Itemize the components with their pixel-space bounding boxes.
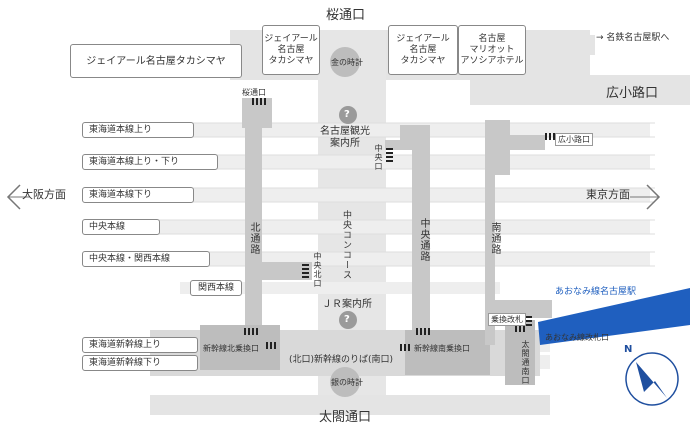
meitetsu-direction: → 名鉄名古屋駅へ: [596, 33, 670, 43]
platform-label-chuo-kansai: 中央本線・関西本線: [82, 251, 210, 267]
tourist-info-icon: ?: [344, 109, 350, 120]
jr-info-icon-disc: [339, 311, 357, 329]
tourist-info-label: 名古屋観光 案内所: [320, 126, 370, 149]
sakura-gate-title: 桜通口: [326, 8, 366, 23]
tourist-info-icon-disc: [339, 106, 357, 124]
hirokoji-road: [470, 75, 690, 105]
gold-clock-disc: [330, 47, 360, 77]
compass-ring: [625, 352, 679, 406]
aonami-line-track: [538, 288, 690, 345]
lower-road: [150, 395, 550, 415]
compass-needle: [636, 362, 667, 398]
meitetsu-road: [545, 35, 595, 55]
tokyo-direction: 東京方面: [586, 188, 630, 201]
gold-clock-label: 金の時計: [331, 58, 363, 67]
aonami-station-label: あおなみ線名古屋駅: [555, 287, 637, 297]
osaka-direction: 大阪方面: [22, 188, 66, 201]
central-north-connector: [262, 262, 312, 280]
concourse-label: 中央コンコース: [341, 210, 351, 280]
central-exit-label: 中央口: [374, 144, 383, 171]
takashimaya-wide-building: ジェイアール名古屋タカシマヤ: [70, 44, 242, 78]
platform-label-shinkansen-up: 東海道新幹線上り: [82, 337, 198, 353]
hirokoji-exit-label: 広小路口: [555, 133, 593, 146]
jr-info-icon: ?: [344, 314, 350, 325]
gate-ticks: [244, 98, 555, 351]
marriott-building: 名古屋 マリオット アソシアホテル: [458, 25, 526, 75]
silver-clock-disc: [330, 367, 360, 397]
sakura-exit-label: 桜通口: [242, 88, 266, 97]
shinkansen-south-block: [405, 330, 490, 375]
central-passage: [385, 125, 430, 345]
silver-clock-label: 銀の時計: [331, 378, 363, 387]
platform-edges: [150, 122, 655, 267]
aonami-gate-label: あおなみ線改札口: [545, 333, 609, 342]
platform-label-tokaido-down: 東海道本線下り: [82, 187, 194, 203]
taiko-gate-title: 太閤通口: [319, 410, 372, 425]
platform-label-chuo: 中央本線: [82, 219, 160, 235]
compass-north-label: N: [624, 344, 633, 355]
shinkansen-north-exit-label: 新幹線北乗換口: [203, 344, 259, 353]
platform-label-tokaido-both: 東海道本線上り・下り: [82, 154, 218, 170]
taiko-south-exit-label: 太閤通南口: [521, 340, 530, 385]
platform-label-shinkansen-down: 東海道新幹線下り: [82, 355, 198, 371]
shinkansen-platform-label: (北口)新幹線のりば(南口): [289, 355, 394, 365]
hirokoji-gate-title: 広小路口: [606, 86, 659, 101]
platform-label-tokaido-up: 東海道本線上り: [82, 122, 194, 138]
transfer-gate-label: 乗換改札: [488, 313, 526, 326]
platform-label-kansai: 関西本線: [190, 280, 242, 296]
central-passage-label: 中央通路: [418, 218, 429, 262]
central-north-exit-label: 中央北口: [313, 252, 322, 288]
takashimaya-small-building: ジェイアール 名古屋 タカシマヤ: [262, 25, 320, 75]
shinkansen-south-exit-label: 新幹線南乗換口: [414, 344, 470, 353]
takashimaya-right-building: ジェイアール 名古屋 タカシマヤ: [388, 25, 458, 75]
jr-info-label: ＪＲ案内所: [322, 299, 372, 310]
south-passage-label: 南通路: [489, 222, 500, 255]
north-passage: [242, 98, 272, 345]
north-passage-label: 北通路: [248, 222, 259, 255]
